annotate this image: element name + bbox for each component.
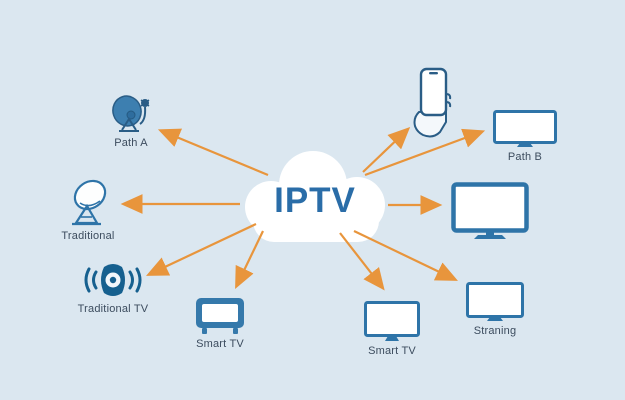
node-traditional: Traditional [53,179,123,242]
monitor-icon [466,282,524,321]
node-smart-tv-1: Smart TV [181,297,259,350]
node-label-smart-tv-2: Smart TV [368,345,416,357]
satellite-dish-filled-icon [112,95,150,132]
hand-holding-phone-icon [413,67,452,138]
node-phone [406,66,460,140]
iptv-cloud [233,143,397,255]
monitor-icon [364,301,420,341]
node-label-smart-tv-1: Smart TV [196,338,244,350]
node-traditional-tv: Traditional TV [52,260,174,315]
node-label-traditional: Traditional [61,230,115,242]
node-path-b: Path B [489,110,561,163]
node-streaming: Straning [455,282,535,337]
arrow-to-path-a [157,128,269,177]
speaker-icon [84,264,142,296]
arrow-to-phone [362,126,411,173]
node-label-traditional-tv: Traditional TV [77,303,149,315]
arrow-to-traditional-tv [146,223,257,276]
cloud-icon [245,151,385,242]
television-icon [451,182,529,239]
node-smart-tv-2: Smart TV [351,301,433,357]
node-label-path-b: Path B [507,151,543,163]
cloud-title: IPTV [274,181,356,220]
satellite-dish-outline-icon [72,179,107,226]
arrow-to-path-b [364,128,486,177]
arrow-to-smart-tv-1 [235,230,264,289]
node-path-a: Path A [98,94,164,149]
node-label-streaming: Straning [473,325,517,337]
retro-tv-icon [196,298,244,334]
monitor-icon [493,110,557,147]
node-label-path-a: Path A [114,137,148,149]
node-big-tv [450,182,530,240]
arrow-to-streaming [353,230,458,281]
arrow-to-smart-tv-2 [339,232,385,291]
